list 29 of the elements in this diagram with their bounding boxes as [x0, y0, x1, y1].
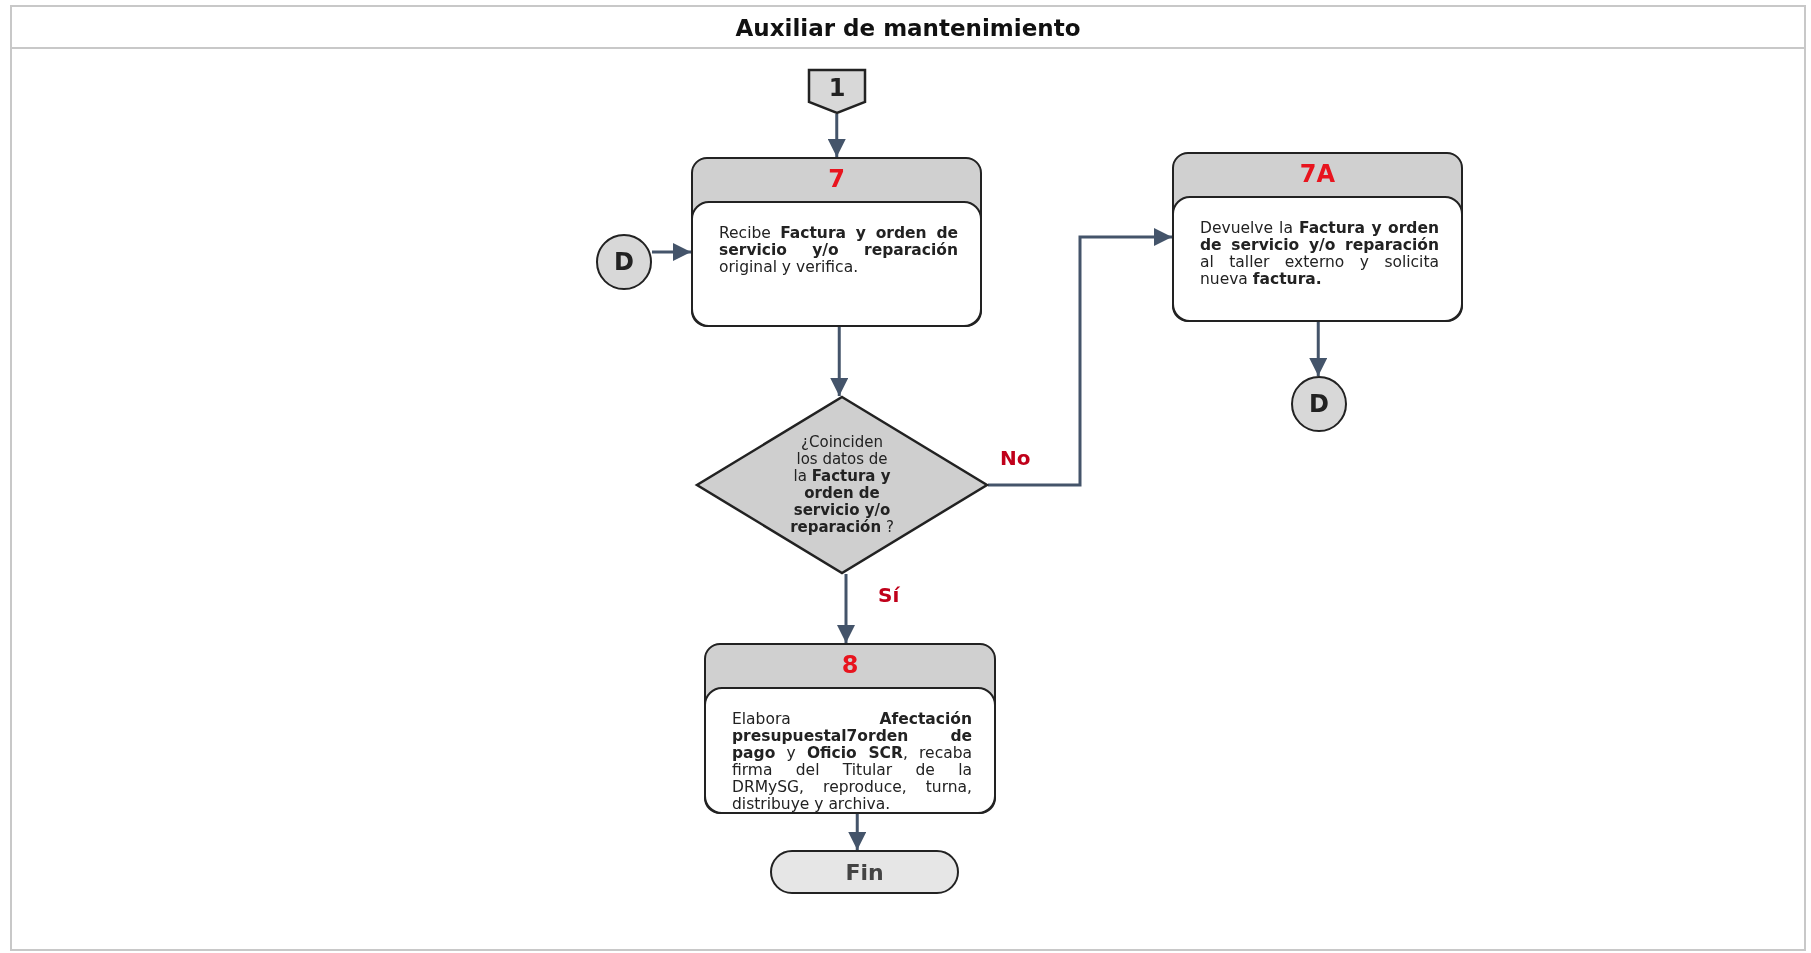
connector-letter: D — [1309, 390, 1329, 418]
step-description: Devuelve la Factura y orden de servicio y/o reparación al taller externo y solicita nueva factura. — [1200, 220, 1439, 288]
arrow — [848, 814, 867, 850]
process-box — [691, 157, 982, 327]
arrow — [837, 574, 855, 643]
arrow — [827, 114, 846, 157]
step-number: 7 — [828, 165, 845, 193]
decision-diamond — [696, 396, 988, 574]
arrow — [988, 228, 1172, 487]
step-number: 7A — [1299, 160, 1336, 188]
connector-letter: D — [614, 248, 634, 276]
terminator-label: Fin — [845, 859, 884, 885]
arrow — [652, 243, 691, 261]
connector-circle — [596, 234, 652, 290]
arrow — [830, 327, 849, 396]
edge-label: No — [1000, 446, 1031, 470]
edge-label: Sí — [878, 583, 900, 607]
process-box — [1172, 152, 1463, 322]
arrow — [1309, 322, 1328, 376]
terminator — [770, 850, 959, 894]
decision-question: ¿Coinciden los datos de la Factura y orden de servicio y/o reparación ? — [790, 434, 894, 536]
process-box — [704, 643, 996, 814]
step-number: 8 — [841, 651, 859, 679]
step-description: Elabora Afectación presupuestal7orden de pago y Oficio SCR, recaba firma del Titular de la DRMySG, reproduce, turna, distribuye y archiva. — [732, 711, 972, 813]
off-page-connector — [808, 69, 866, 114]
diagram-title: Auxiliar de mantenimiento — [735, 15, 1081, 41]
step-description: Recibe Factura y orden de servicio y/o reparación original y verifica. — [719, 225, 958, 276]
connector-number: 1 — [828, 73, 846, 102]
connector-circle — [1291, 376, 1347, 432]
